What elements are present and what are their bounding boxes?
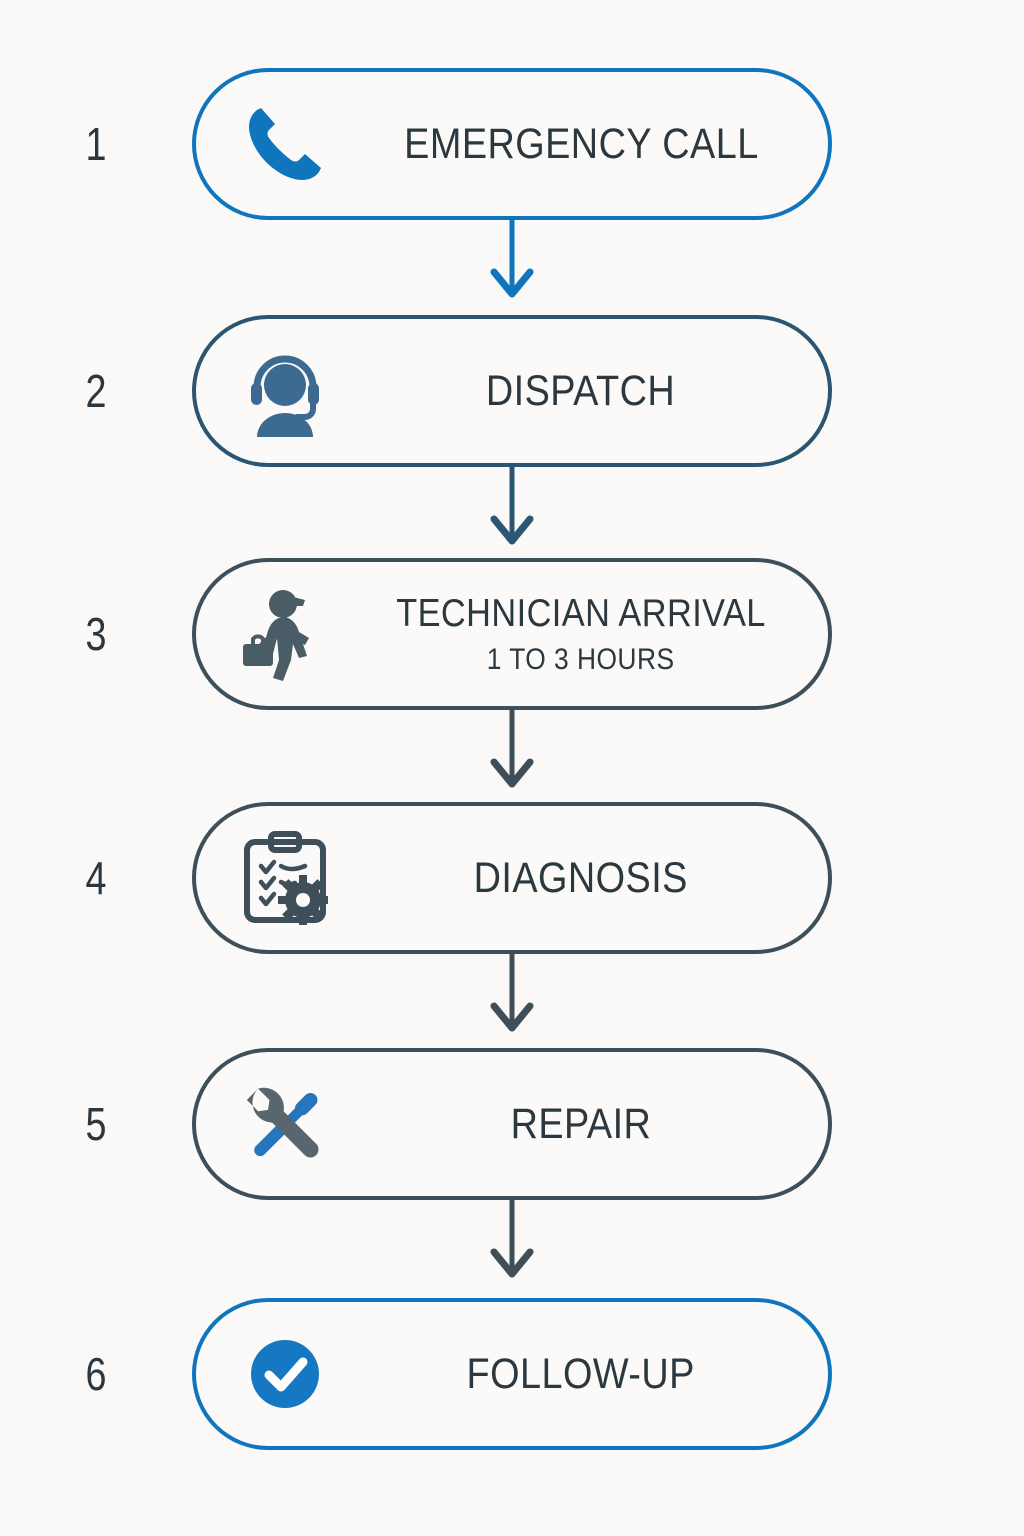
step-title-5: REPAIR [510, 1099, 652, 1148]
step-number-5: 5 [85, 1098, 107, 1150]
step-box-diagnosis[interactable]: DIAGNOSIS [192, 802, 832, 954]
step-labels-5: REPAIR [360, 1100, 828, 1149]
step-title-3: TECHNICIAN ARRIVAL [396, 591, 766, 635]
step-box-follow-up[interactable]: FOLLOW-UP [192, 1298, 832, 1450]
step-title-2: DISPATCH [486, 366, 676, 415]
step-number-3: 3 [85, 608, 107, 660]
flow-step-3[interactable]: 3 TECHNICIAN ARRIVAL 1 TO 3 HOURS [0, 558, 1024, 710]
arrow-1-to-2 [478, 220, 546, 300]
step-labels-3: TECHNICIAN ARRIVAL 1 TO 3 HOURS [360, 592, 828, 677]
wrench-screwdriver-icon [210, 1069, 360, 1179]
arrow-5-to-6 [478, 1200, 546, 1280]
step-labels-6: FOLLOW-UP [360, 1350, 828, 1399]
step-number-4: 4 [85, 852, 107, 904]
check-circle-icon [210, 1319, 360, 1429]
step-labels-1: EMERGENCY CALL [360, 120, 828, 169]
step-title-1: EMERGENCY CALL [403, 119, 759, 168]
step-box-repair[interactable]: REPAIR [192, 1048, 832, 1200]
step-title-4: DIAGNOSIS [473, 853, 689, 902]
flow-step-4[interactable]: 4 [0, 802, 1024, 954]
clipboard-gear-icon [210, 823, 360, 933]
step-number-2: 2 [85, 365, 107, 417]
flow-step-1[interactable]: 1 EMERGENCY CALL [0, 68, 1024, 220]
headset-operator-icon [210, 336, 360, 446]
step-box-emergency-call[interactable]: EMERGENCY CALL [192, 68, 832, 220]
arrow-3-to-4 [478, 710, 546, 790]
step-labels-4: DIAGNOSIS [360, 854, 828, 903]
flow-step-5[interactable]: 5 REPAIR [0, 1048, 1024, 1200]
arrow-4-to-5 [478, 954, 546, 1034]
step-number-6: 6 [85, 1348, 107, 1400]
step-title-6: FOLLOW-UP [466, 1349, 696, 1398]
step-subtitle-3: 1 TO 3 HOURS [487, 642, 675, 676]
arrow-2-to-3 [478, 467, 546, 547]
flow-step-6[interactable]: 6 FOLLOW-UP [0, 1298, 1024, 1450]
step-labels-2: DISPATCH [360, 367, 828, 416]
flow-step-2[interactable]: 2 DISPATCH [0, 315, 1024, 467]
step-box-technician-arrival[interactable]: TECHNICIAN ARRIVAL 1 TO 3 HOURS [192, 558, 832, 710]
step-box-dispatch[interactable]: DISPATCH [192, 315, 832, 467]
walking-technician-icon [210, 579, 360, 689]
step-number-1: 1 [85, 118, 107, 170]
phone-icon [210, 89, 360, 199]
